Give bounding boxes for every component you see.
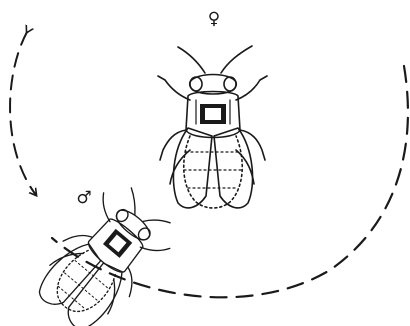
male-fly [26,176,184,326]
male-symbol: ♂ [76,188,91,208]
female-symbol: ♀ [208,9,220,29]
left-double-arrow [10,32,36,195]
female-fly [158,46,267,208]
